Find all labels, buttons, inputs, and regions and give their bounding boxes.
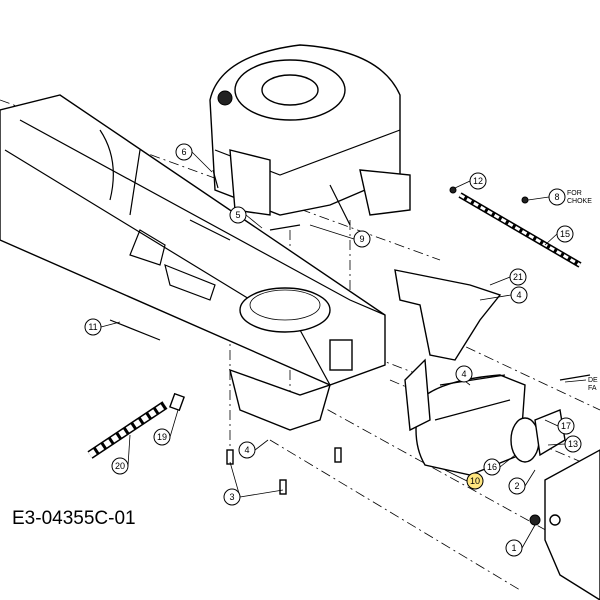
callout-2[interactable]: 2 bbox=[508, 477, 526, 495]
fasteners bbox=[212, 169, 342, 495]
svg-text:5: 5 bbox=[235, 210, 240, 220]
svg-text:9: 9 bbox=[359, 234, 364, 244]
callout-6[interactable]: 6 bbox=[175, 143, 193, 161]
engine bbox=[209, 44, 411, 226]
svg-text:20: 20 bbox=[115, 461, 125, 471]
tractor-frame bbox=[0, 94, 502, 431]
callout-3[interactable]: 3 bbox=[223, 488, 241, 506]
svg-text:1: 1 bbox=[511, 543, 516, 553]
diagram-code: E3-04355C-01 bbox=[12, 508, 136, 529]
callout-15[interactable]: 15 bbox=[556, 225, 574, 243]
partial-note-line1: DE bbox=[588, 377, 598, 384]
svg-text:16: 16 bbox=[487, 462, 497, 472]
rods bbox=[87, 186, 582, 459]
callout-5[interactable]: 5 bbox=[229, 206, 247, 224]
callout-13[interactable]: 13 bbox=[564, 435, 582, 453]
svg-text:3: 3 bbox=[229, 492, 234, 502]
svg-text:21: 21 bbox=[513, 272, 523, 282]
svg-text:8: 8 bbox=[554, 192, 559, 202]
for-choke-note-line2: CHOKE bbox=[567, 198, 592, 205]
svg-text:6: 6 bbox=[181, 147, 186, 157]
callout-4-lower[interactable]: 4 bbox=[238, 441, 256, 459]
svg-text:19: 19 bbox=[157, 432, 167, 442]
callout-8[interactable]: 8 bbox=[548, 188, 566, 206]
callout-21[interactable]: 21 bbox=[509, 268, 527, 286]
svg-text:10: 10 bbox=[470, 476, 480, 486]
svg-text:15: 15 bbox=[560, 229, 570, 239]
callout-16[interactable]: 16 bbox=[483, 458, 501, 476]
callout-4-upper[interactable]: 4 bbox=[510, 286, 528, 304]
callout-leaders bbox=[100, 151, 587, 549]
svg-text:17: 17 bbox=[561, 421, 571, 431]
callout-19[interactable]: 19 bbox=[153, 428, 171, 446]
muffler bbox=[404, 358, 591, 476]
svg-text:13: 13 bbox=[568, 439, 578, 449]
callout-12[interactable]: 12 bbox=[469, 172, 487, 190]
callout-1[interactable]: 1 bbox=[505, 539, 523, 557]
svg-text:12: 12 bbox=[473, 176, 483, 186]
svg-text:11: 11 bbox=[88, 322, 97, 332]
svg-text:4: 4 bbox=[461, 369, 466, 379]
partial-note-line2: FA bbox=[588, 385, 597, 392]
callout-9[interactable]: 9 bbox=[353, 230, 371, 248]
callout-17[interactable]: 17 bbox=[557, 417, 575, 435]
svg-text:4: 4 bbox=[244, 445, 249, 455]
svg-text:4: 4 bbox=[516, 290, 521, 300]
callout-4-muffler[interactable]: 4 bbox=[455, 365, 473, 383]
for-choke-note-line1: FOR bbox=[567, 190, 582, 197]
svg-text:2: 2 bbox=[514, 481, 519, 491]
callout-20[interactable]: 20 bbox=[111, 457, 129, 475]
heat-shield bbox=[529, 449, 600, 600]
callout-11[interactable]: 11 bbox=[84, 318, 102, 336]
callout-10-highlighted[interactable]: 10 bbox=[466, 472, 484, 490]
